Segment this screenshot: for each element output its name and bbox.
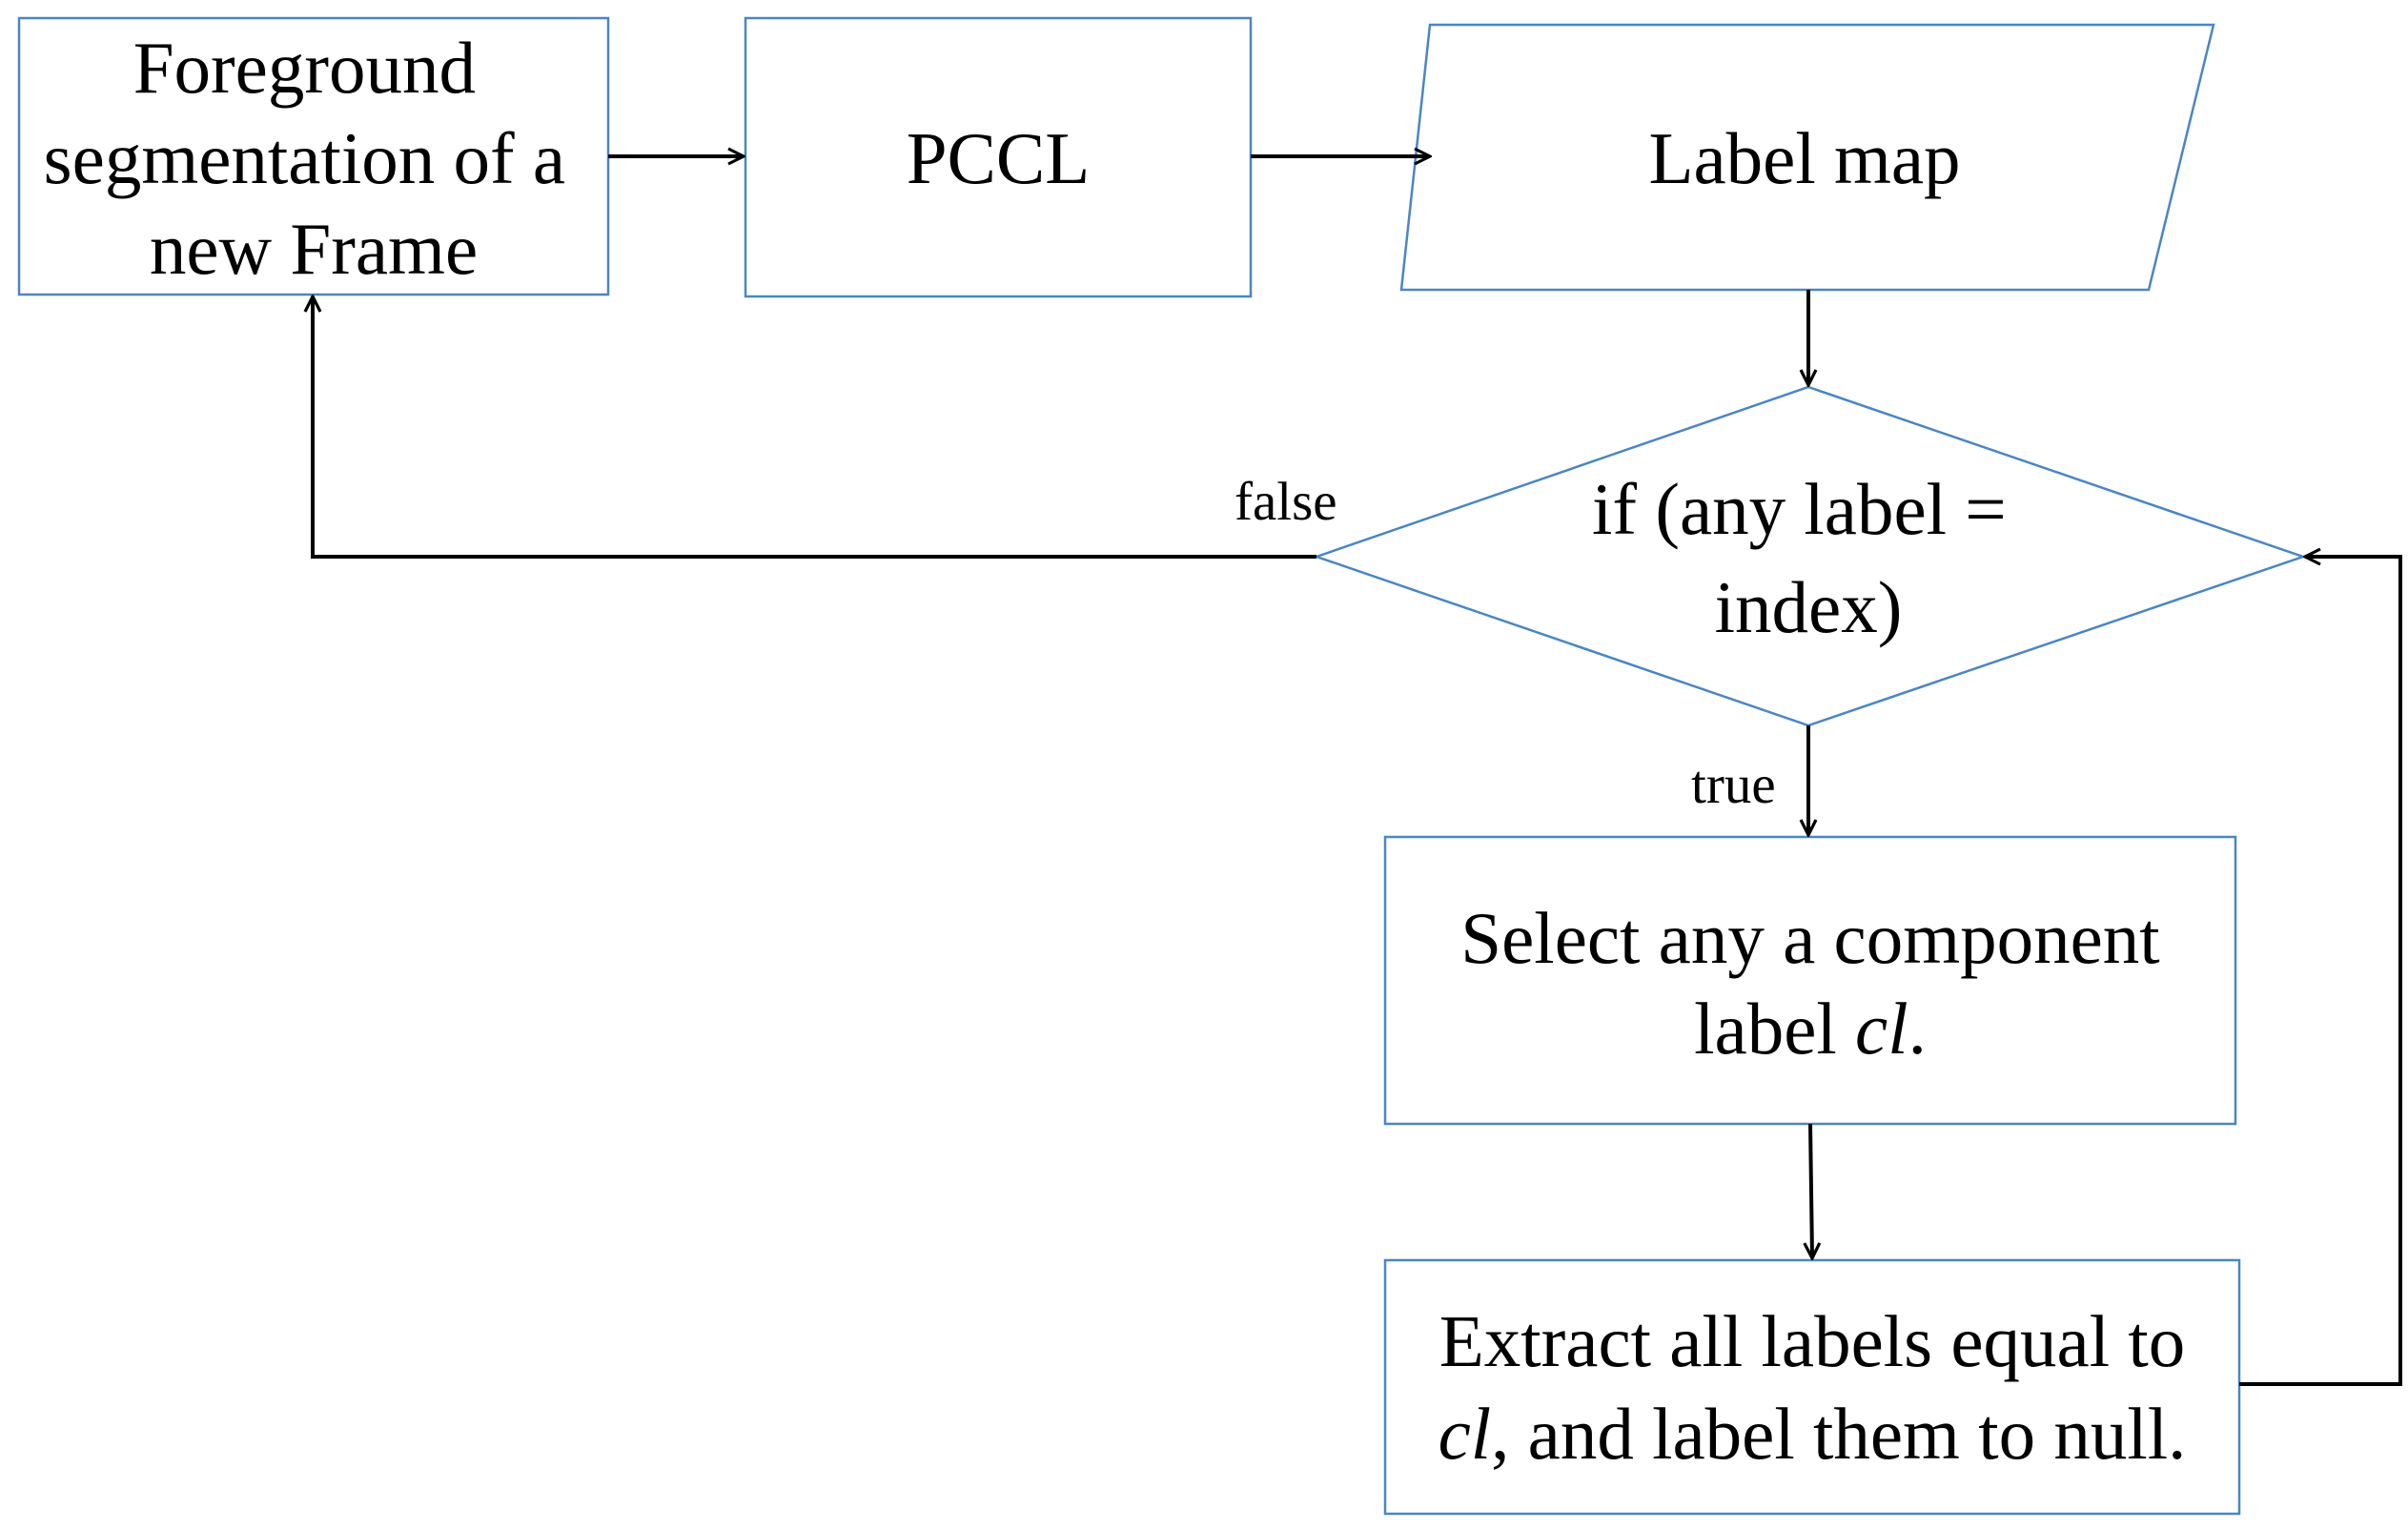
decision-line-1: if (any label = <box>1592 468 2007 550</box>
svg-text:Label map: Label map <box>1648 117 1960 199</box>
select-line-2-variable: cl <box>1855 988 1908 1070</box>
extract-labels-node: Extract all labels equal to cl, and labe… <box>1383 1258 2241 1516</box>
svg-text:Foreground segmentation: Foreground segmentation of a new Frame <box>44 27 584 290</box>
svg-text:cl, and label them to null.: cl, and label them to null. <box>1439 1393 2187 1475</box>
select-line-1: Select any a component <box>1460 897 2159 979</box>
foreground-line-3: new Frame <box>150 208 478 290</box>
svg-text:label cl.: label cl. <box>1694 988 1927 1070</box>
svg-text:PCCL: PCCL <box>907 117 1091 199</box>
svg-text:Extract all labels equal to: Extract all labels equal to <box>1439 1300 2186 1382</box>
arrow-decision-false-to-foreground <box>313 296 1316 559</box>
decision-node: if (any label = index) <box>1313 385 2307 727</box>
select-component-box <box>1383 835 2237 1126</box>
extract-line-2-suffix: , and label them to null. <box>1491 1393 2186 1475</box>
select-line-2-suffix: . <box>1908 988 1927 1070</box>
extract-line-2-variable: cl <box>1439 1393 1492 1475</box>
decision-line-2: index) <box>1715 566 1903 648</box>
select-component-node: Select any a component label cl. <box>1383 835 2237 1126</box>
foreground-line-1: Foreground <box>133 27 476 109</box>
foreground-segmentation-node: Foreground segmentation of a new Frame <box>17 16 610 296</box>
foreground-segmentation-box <box>17 16 610 296</box>
label-map-node: Label map <box>1399 23 2215 292</box>
select-line-2-prefix: label <box>1694 988 1855 1070</box>
decision-diamond <box>1313 385 2307 727</box>
pccl-node: PCCL <box>744 16 1253 298</box>
extract-line-1: Extract all labels equal to <box>1439 1300 2186 1382</box>
label-map-parallelogram <box>1399 23 2215 292</box>
label-map-label: Label map <box>1648 117 1960 199</box>
edge-label-false: false <box>1235 472 1337 532</box>
svg-text:if (any label = index): if (any label = index) <box>1592 468 2025 648</box>
svg-text:Select any a component: Select any a component <box>1460 897 2159 979</box>
pccl-box <box>744 16 1253 298</box>
arrow-select-to-extract <box>1810 1123 1812 1258</box>
pccl-label: PCCL <box>907 117 1091 199</box>
edge-label-true: true <box>1691 755 1776 815</box>
foreground-line-2: segmentation of a <box>44 117 565 199</box>
arrow-extract-loop-to-decision <box>2239 557 2402 1386</box>
extract-labels-box <box>1383 1258 2241 1516</box>
